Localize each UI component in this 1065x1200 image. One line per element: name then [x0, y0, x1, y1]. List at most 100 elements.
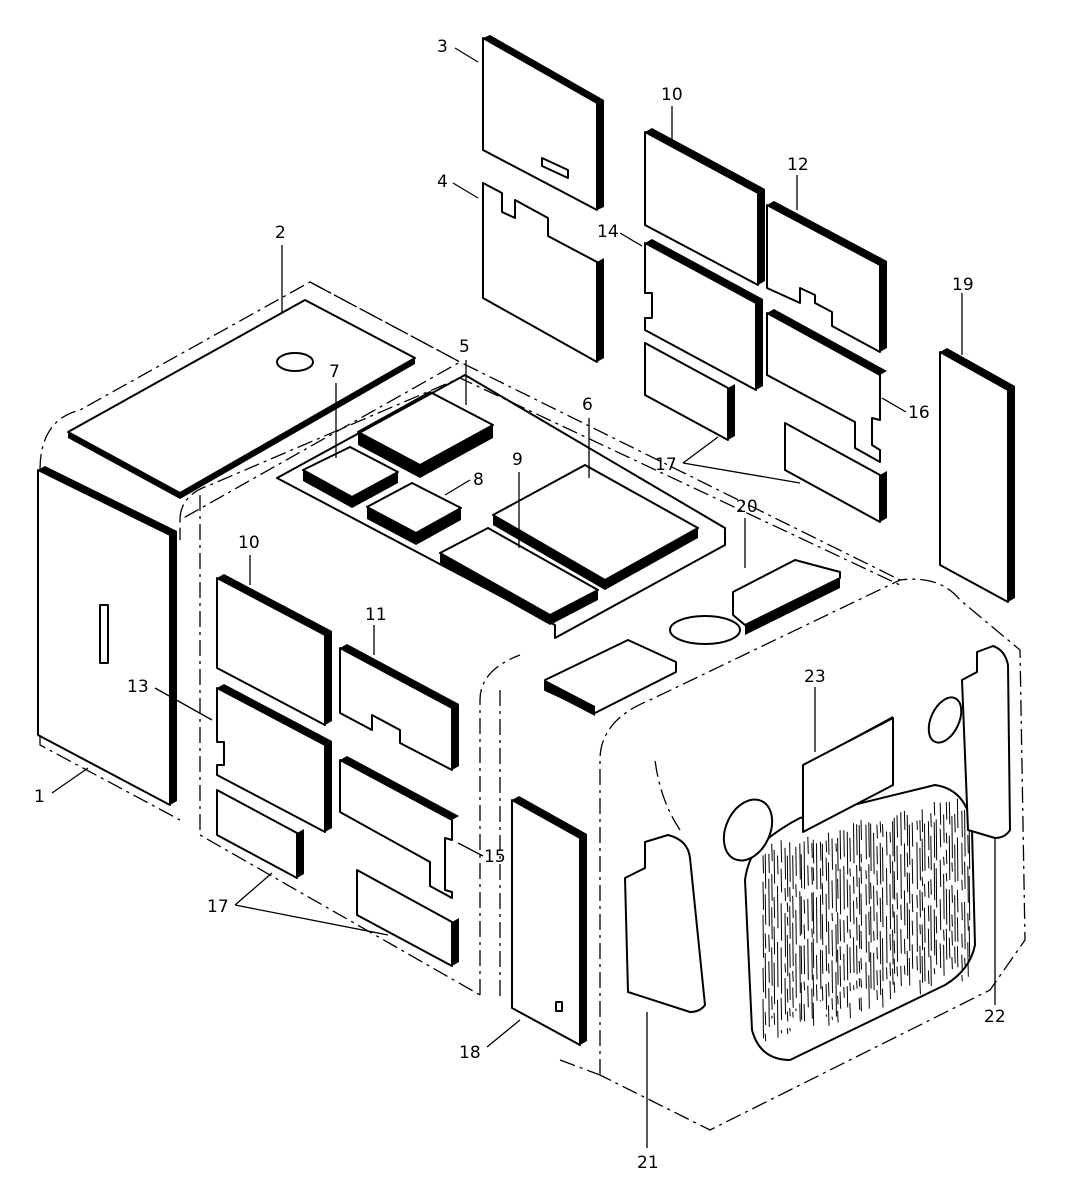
window-hatch-line: [856, 865, 858, 887]
window-hatch-line: [956, 889, 959, 913]
part-13-side-panel: [216, 684, 332, 833]
window-hatch-line: [780, 947, 783, 994]
callout-10-side: 10: [238, 533, 260, 553]
part-5-pad: [357, 391, 494, 478]
window-hatch-line: [896, 966, 898, 977]
window-hatch-line: [882, 988, 884, 1008]
window-hatch-line: [948, 835, 951, 881]
window-hatch-line: [821, 843, 824, 877]
window-hatch-line: [831, 838, 833, 870]
part-14-panel: [644, 239, 763, 391]
window-hatch-line: [951, 930, 953, 946]
window-hatch-line: [889, 832, 891, 843]
window-hatch-line: [849, 884, 851, 922]
window-hatch-line: [886, 916, 888, 964]
window-hatch-line: [906, 814, 909, 846]
window-hatch-line: [828, 832, 830, 855]
window-hatch-line: [927, 881, 930, 899]
window-hatch-line: [870, 952, 872, 989]
window-hatch-line: [882, 823, 884, 838]
window-hatch-line: [900, 904, 902, 921]
window-hatch-line: [789, 905, 791, 939]
window-hatch-line: [916, 955, 918, 971]
window-hatch-line: [916, 911, 918, 952]
window-hatch-line: [961, 902, 963, 921]
window-hatch-line: [951, 914, 953, 927]
window-hatch-line: [846, 915, 849, 933]
window-hatch-line: [773, 849, 776, 884]
window-hatch-line: [858, 924, 861, 949]
window-hatch-line: [786, 855, 789, 897]
window-hatch-line: [837, 995, 839, 1005]
window-hatch-line: [795, 846, 797, 877]
window-hatch-line: [924, 907, 926, 943]
window-hatch-line: [892, 904, 894, 918]
window-hatch-line: [831, 929, 833, 957]
window-hatch-line: [964, 957, 966, 966]
window-hatch-line: [908, 957, 911, 986]
window-hatch-line: [876, 912, 878, 940]
window-hatch-line: [784, 963, 786, 973]
window-hatch-line: [939, 859, 942, 888]
window-hatch-line: [846, 944, 849, 981]
window-hatch-line: [762, 881, 764, 910]
window-hatch-line: [968, 926, 971, 958]
window-hatch-line: [839, 830, 842, 860]
callout-18: 18: [459, 1043, 481, 1063]
window-hatch-line: [843, 920, 845, 943]
window-hatch-line: [803, 981, 806, 991]
callout-3: 3: [437, 37, 448, 57]
window-hatch-line: [789, 972, 791, 1000]
window-hatch-line: [956, 837, 959, 882]
window-hatch-line: [773, 1012, 776, 1025]
window-hatch-line: [911, 920, 914, 936]
window-hatch-line: [856, 917, 858, 941]
window-hatch-line: [919, 820, 921, 841]
window-hatch-line: [961, 974, 963, 982]
window-hatch-line: [819, 1000, 822, 1002]
window-hatch-line: [886, 967, 888, 980]
window-hatch-line: [786, 902, 789, 913]
window-hatch-line: [876, 989, 878, 1001]
window-hatch-line: [961, 933, 963, 948]
window-hatch-line: [831, 912, 833, 922]
window-hatch-line: [816, 984, 818, 1001]
window-hatch-line: [956, 798, 959, 829]
window-hatch-line: [870, 882, 872, 900]
window-hatch-line: [943, 873, 945, 920]
window-hatch-line: [916, 820, 918, 830]
window-hatch-line: [764, 933, 767, 949]
callout-2: 2: [275, 223, 286, 243]
window-hatch-line: [828, 921, 830, 955]
window-hatch-line: [839, 868, 842, 915]
window-hatch-line: [800, 945, 803, 975]
window-hatch-line: [835, 972, 837, 1017]
part-7-pad: [302, 446, 399, 508]
window-hatch-line: [837, 949, 839, 985]
window-hatch-line: [964, 901, 966, 950]
window-hatch-line: [893, 940, 896, 954]
part-17-side-pads: [216, 789, 459, 967]
window-hatch-line: [803, 945, 806, 975]
window-hatch-line: [771, 843, 773, 862]
window-hatch-line: [900, 812, 902, 846]
window-hatch-line: [768, 853, 770, 874]
window-hatch-line: [967, 913, 969, 931]
window-hatch-line: [792, 895, 794, 919]
callout-11: 11: [365, 605, 387, 625]
window-hatch-line: [911, 893, 914, 913]
window-hatch-line: [935, 868, 938, 908]
part-15-side-panel: [339, 756, 459, 899]
window-hatch-line: [924, 823, 926, 871]
window-hatch-line: [858, 877, 861, 915]
window-hatch-line: [860, 866, 862, 884]
window-hatch-line: [858, 978, 861, 987]
callout-1: 1: [34, 787, 45, 807]
window-hatch-line: [879, 969, 882, 996]
window-hatch-line: [967, 866, 969, 903]
window-hatch-line: [816, 897, 818, 944]
part-10-side-panel: [216, 574, 332, 726]
window-hatch-line: [911, 944, 914, 969]
part-8-pad: [366, 482, 462, 545]
window-hatch-line: [889, 854, 891, 874]
